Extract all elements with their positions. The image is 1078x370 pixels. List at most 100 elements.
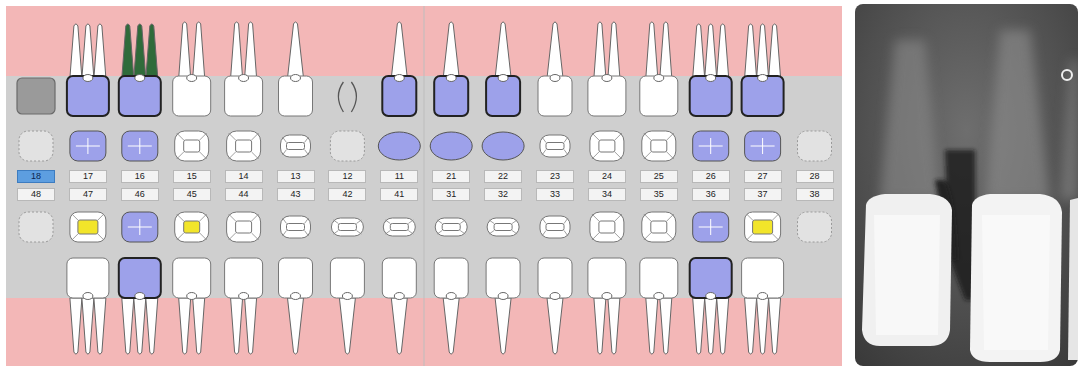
tooth-number: 35 bbox=[640, 188, 678, 201]
tooth-number: 26 bbox=[692, 170, 730, 183]
tooth bbox=[119, 24, 161, 116]
tooth-number-text: 15 bbox=[187, 171, 197, 182]
tooth-number-text: 17 bbox=[83, 171, 93, 182]
occlusal-view bbox=[227, 131, 261, 161]
tooth-number-text: 37 bbox=[758, 189, 768, 200]
tooth-number: 31 bbox=[432, 188, 470, 201]
occlusal-view bbox=[430, 132, 472, 160]
tooth-number-text: 13 bbox=[290, 171, 300, 182]
occlusal-view bbox=[487, 218, 519, 236]
tooth-number-text: 21 bbox=[446, 171, 456, 182]
tooth bbox=[382, 258, 416, 354]
tooth-number: 44 bbox=[225, 188, 263, 201]
tooth bbox=[742, 24, 784, 116]
occlusal-view bbox=[540, 135, 570, 157]
occlusal-view bbox=[122, 131, 158, 161]
tooth-number: 36 bbox=[692, 188, 730, 201]
tooth bbox=[17, 78, 55, 114]
tooth-number-text: 34 bbox=[602, 189, 612, 200]
occlusal-view bbox=[693, 131, 729, 161]
tooth bbox=[640, 258, 678, 354]
tooth bbox=[588, 22, 626, 116]
tooth-number: 42 bbox=[328, 188, 366, 201]
tooth-number: 22 bbox=[484, 170, 522, 183]
tooth-number-text: 36 bbox=[706, 189, 716, 200]
tooth-number: 25 bbox=[640, 170, 678, 183]
tooth-number-text: 24 bbox=[602, 171, 612, 182]
tooth-number-text: 23 bbox=[550, 171, 560, 182]
tooth bbox=[279, 258, 313, 354]
occlusal-view bbox=[642, 131, 676, 161]
tooth-number-text: 12 bbox=[342, 171, 352, 182]
tooth-number-text: 33 bbox=[550, 189, 560, 200]
tooth bbox=[742, 258, 784, 354]
occlusal-view bbox=[281, 216, 311, 238]
tooth-number: 21 bbox=[432, 170, 470, 183]
tooth bbox=[67, 258, 109, 354]
tooth bbox=[382, 22, 416, 116]
tooth bbox=[279, 22, 313, 116]
tooth-number: 32 bbox=[484, 188, 522, 201]
tooth-number: 43 bbox=[277, 188, 315, 201]
tooth-number: 17 bbox=[69, 170, 107, 183]
tooth-number-text: 46 bbox=[135, 189, 145, 200]
tooth-number: 37 bbox=[744, 188, 782, 201]
tooth-number: 27 bbox=[744, 170, 782, 183]
tooth-number-text: 18 bbox=[31, 171, 41, 182]
x-ray-image bbox=[855, 4, 1078, 366]
tooth-number: 18 bbox=[17, 170, 55, 183]
tooth bbox=[434, 22, 468, 116]
tooth bbox=[225, 22, 263, 116]
tooth-number: 46 bbox=[121, 188, 159, 201]
tooth-number: 14 bbox=[225, 170, 263, 183]
tooth-number: 33 bbox=[536, 188, 574, 201]
tooth-number-text: 47 bbox=[83, 189, 93, 200]
tooth-number: 23 bbox=[536, 170, 574, 183]
occlusal-view bbox=[330, 131, 364, 161]
occlusal-view bbox=[378, 132, 420, 160]
occlusal-view bbox=[798, 212, 832, 242]
occlusal-view bbox=[70, 131, 106, 161]
occlusal-view bbox=[590, 212, 624, 242]
tooth bbox=[486, 258, 520, 354]
tooth-number: 12 bbox=[328, 170, 366, 183]
tooth-number: 47 bbox=[69, 188, 107, 201]
occlusal-view bbox=[227, 212, 261, 242]
tooth-number-text: 25 bbox=[654, 171, 664, 182]
tooth-number-text: 28 bbox=[809, 171, 819, 182]
tooth-number: 41 bbox=[380, 188, 418, 201]
tooth bbox=[640, 22, 678, 116]
crown-radiopaque bbox=[862, 194, 952, 346]
tooth-number-text: 32 bbox=[498, 189, 508, 200]
tooth bbox=[538, 258, 572, 354]
occlusal-view bbox=[122, 212, 158, 242]
tooth-number: 48 bbox=[17, 188, 55, 201]
tooth-number: 16 bbox=[121, 170, 159, 183]
tooth bbox=[225, 258, 263, 354]
tooth-number-text: 27 bbox=[758, 171, 768, 182]
occlusal-view bbox=[331, 218, 363, 236]
tooth bbox=[538, 22, 572, 116]
tooth bbox=[338, 82, 356, 112]
occlusal-view bbox=[281, 135, 311, 157]
tooth-number: 28 bbox=[796, 170, 834, 183]
occlusal-view bbox=[798, 131, 832, 161]
tooth-number: 45 bbox=[173, 188, 211, 201]
tooth-number-text: 42 bbox=[342, 189, 352, 200]
occlusal-view bbox=[70, 212, 106, 242]
tooth-number: 34 bbox=[588, 188, 626, 201]
tooth-number: 11 bbox=[380, 170, 418, 183]
tooth-number-text: 44 bbox=[239, 189, 249, 200]
occlusal-view bbox=[540, 216, 570, 238]
tooth-number-text: 31 bbox=[446, 189, 456, 200]
occlusal-view bbox=[642, 212, 676, 242]
tooth bbox=[119, 258, 161, 354]
tooth bbox=[173, 22, 211, 116]
occlusal-view bbox=[482, 132, 524, 160]
occlusal-view bbox=[19, 131, 53, 161]
tooth-number-text: 14 bbox=[239, 171, 249, 182]
tooth-number-text: 11 bbox=[395, 171, 404, 182]
occlusal-view bbox=[383, 218, 415, 236]
occlusal-view bbox=[745, 212, 781, 242]
tooth bbox=[588, 258, 626, 354]
